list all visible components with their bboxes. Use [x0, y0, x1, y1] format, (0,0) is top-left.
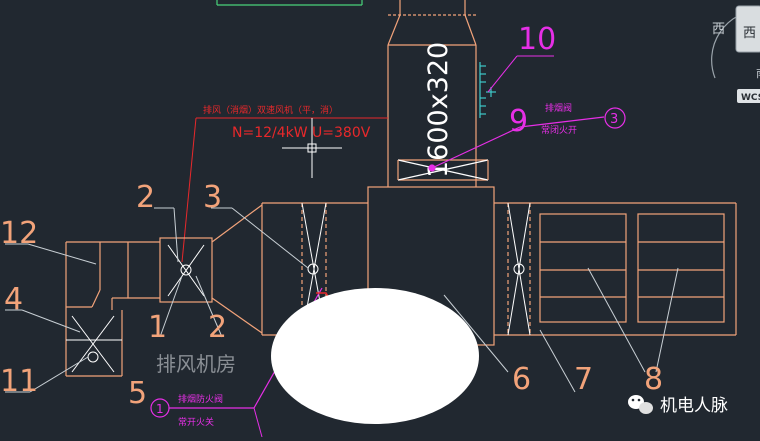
viewcube-west-label: 西: [712, 22, 725, 37]
callout-12: 12: [0, 216, 38, 251]
note-top-line1: 排烟阀: [545, 102, 572, 114]
duct-size-label: 1600x320: [423, 42, 454, 178]
damper-symbol: [479, 62, 496, 118]
callout-10: [487, 55, 554, 93]
wechat-icon: [628, 395, 653, 414]
note-bottom-drop: [253, 407, 263, 438]
room-label: 排风机房: [156, 352, 236, 376]
note-top-line2: 常闭火开: [541, 124, 577, 136]
callout-2b: 2: [208, 310, 227, 345]
callout-6: 6: [512, 362, 531, 397]
redaction-ellipse: [271, 288, 479, 424]
callout-8: 8: [644, 362, 663, 397]
vertical-duct: [387, 0, 489, 187]
callout-9-label: 9: [509, 104, 528, 139]
viewcube-face[interactable]: [735, 5, 760, 53]
callout-11: 11: [0, 364, 38, 399]
callout-2a: 2: [136, 180, 155, 215]
callout-1: 1: [148, 310, 167, 345]
green-block: [216, 0, 363, 6]
fan-note-title: 排风（消烟）双速风机（平，消）: [203, 104, 338, 116]
note-bottom-line2: 常开火关: [178, 416, 214, 428]
note-top-ref: 3: [610, 112, 618, 127]
watermark: 机电人脉: [628, 395, 728, 416]
viewcube-south-label: 南: [756, 67, 760, 80]
callout-10-label: 10: [518, 22, 556, 57]
crosshair-cursor-icon: [282, 118, 342, 178]
fan-power-spec: N=12/4kW U=380V: [232, 125, 371, 141]
viewcube[interactable]: 西 西 南 WCS: [711, 5, 760, 103]
callout-4: 4: [4, 282, 23, 317]
wcs-button[interactable]: [737, 89, 760, 103]
callout-5: 5: [128, 376, 147, 411]
callout-7: 7: [574, 362, 593, 397]
callout-9: [428, 107, 626, 172]
leader-lines: [5, 207, 679, 393]
watermark-text: 机电人脉: [660, 396, 728, 416]
note-bottom-line1: 排烟防火阀: [178, 393, 223, 405]
callout-3: 3: [203, 180, 222, 215]
viewcube-face-label: 西: [743, 26, 756, 41]
callout-numbers: 3 2 1 2 12 4 11 5 6 7 8: [0, 180, 663, 411]
note-bottom-ref: 1: [156, 402, 164, 416]
wcs-label: WCS: [741, 93, 760, 103]
